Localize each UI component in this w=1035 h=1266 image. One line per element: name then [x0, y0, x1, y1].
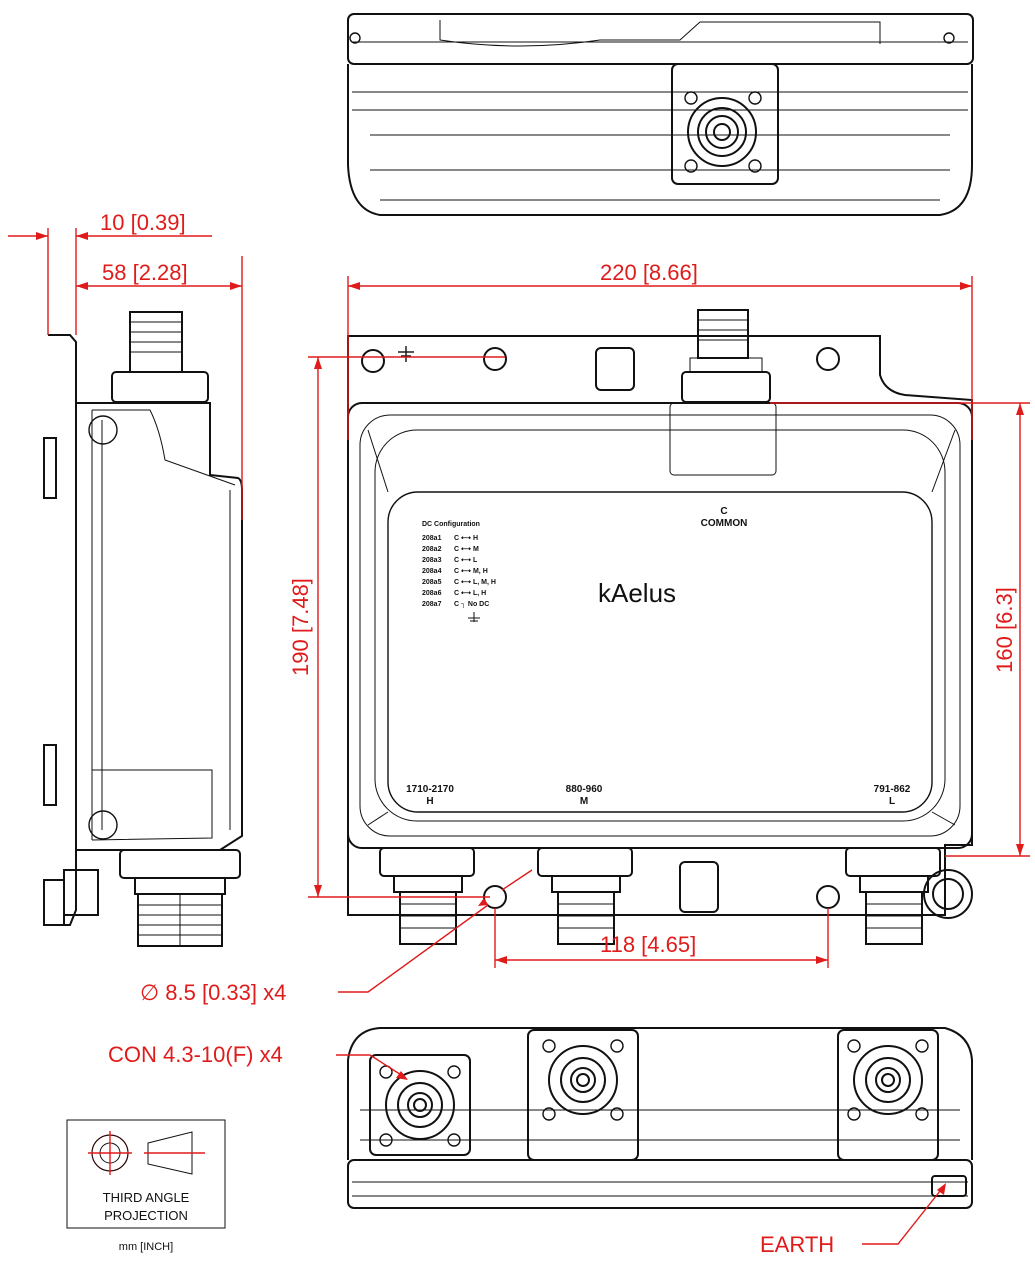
port-l-band: 791-862 [874, 784, 911, 795]
dim-hole-spacing: 118 [4.65] [600, 932, 696, 957]
dc-config-code: 208a2 [422, 546, 442, 553]
dc-config-mapping: C ⟷ H [454, 535, 478, 542]
projection-line2: PROJECTION [104, 1208, 188, 1223]
bottom-connector-face-2 [542, 1039, 624, 1121]
bottom-connector-m [537, 847, 633, 945]
common-port-letter: C [720, 506, 727, 517]
projection-line1: THIRD ANGLE [103, 1190, 190, 1205]
dc-config-mapping: C ⟷ M [454, 546, 479, 553]
dim-depth: 58 [2.28] [102, 260, 188, 285]
dimension-lines [8, 228, 1030, 1245]
dim-width: 220 [8.66] [600, 260, 698, 285]
bottom-connector-face-1 [379, 1065, 461, 1147]
port-m-letter: M [580, 796, 588, 807]
dc-config-code: 208a1 [422, 535, 442, 542]
dimension-labels: 10 [0.39] 58 [2.28] 220 [8.66] 190 [7.48… [100, 210, 1017, 1257]
dc-config-code: 208a3 [422, 557, 442, 564]
dim-height-overall: 190 [7.48] [288, 578, 313, 676]
projection-symbol: THIRD ANGLE PROJECTION mm [INCH] [66, 1119, 226, 1253]
dc-config-mapping: C ⟷ M, H [454, 568, 488, 575]
earth-stud [923, 869, 973, 919]
dim-hole-diameter: ∅ 8.5 [0.33] x4 [140, 980, 286, 1005]
bottom-connector-face-3 [847, 1039, 929, 1121]
brand-logo: kAelus [598, 578, 676, 608]
side-view [43, 311, 243, 947]
common-port-label: COMMON [701, 518, 748, 529]
port-m-band: 880-960 [566, 784, 603, 795]
earth-symbol [398, 346, 414, 362]
dc-config-code: 208a4 [422, 568, 442, 575]
dim-flange-offset: 10 [0.39] [100, 210, 186, 235]
dc-config-code: 208a7 [422, 601, 442, 608]
port-l-letter: L [889, 796, 895, 807]
dim-height-body: 160 [6.3] [992, 587, 1017, 673]
port-h-band: 1710-2170 [406, 784, 454, 795]
dc-config-title: DC Configuration [422, 521, 480, 528]
common-connector [669, 309, 777, 476]
bottom-view [347, 1027, 973, 1209]
dc-config-mapping: C ┐ No DC [454, 601, 489, 608]
dc-config-code: 208a6 [422, 590, 442, 597]
dc-config-mapping: C ⟷ L [454, 557, 478, 564]
bottom-connector-l [845, 847, 941, 945]
top-connector [684, 91, 762, 173]
top-view [347, 13, 974, 216]
callout-earth: EARTH [760, 1232, 834, 1257]
dc-config-mapping: C ⟷ L, M, H [454, 579, 496, 586]
dc-config-code: 208a5 [422, 579, 442, 586]
ground-symbol [468, 612, 480, 622]
bottom-connector-h [379, 847, 475, 945]
callout-connector: CON 4.3-10(F) x4 [108, 1042, 283, 1067]
units-note: mm [INCH] [119, 1241, 173, 1253]
dc-config-table: 208a1 C ⟷ H 208a2 C ⟷ M 208a3 C ⟷ L 208a4 C ⟷ M… [422, 535, 496, 608]
dc-config-mapping: C ⟷ L, H [454, 590, 486, 597]
port-h-letter: H [426, 796, 433, 807]
